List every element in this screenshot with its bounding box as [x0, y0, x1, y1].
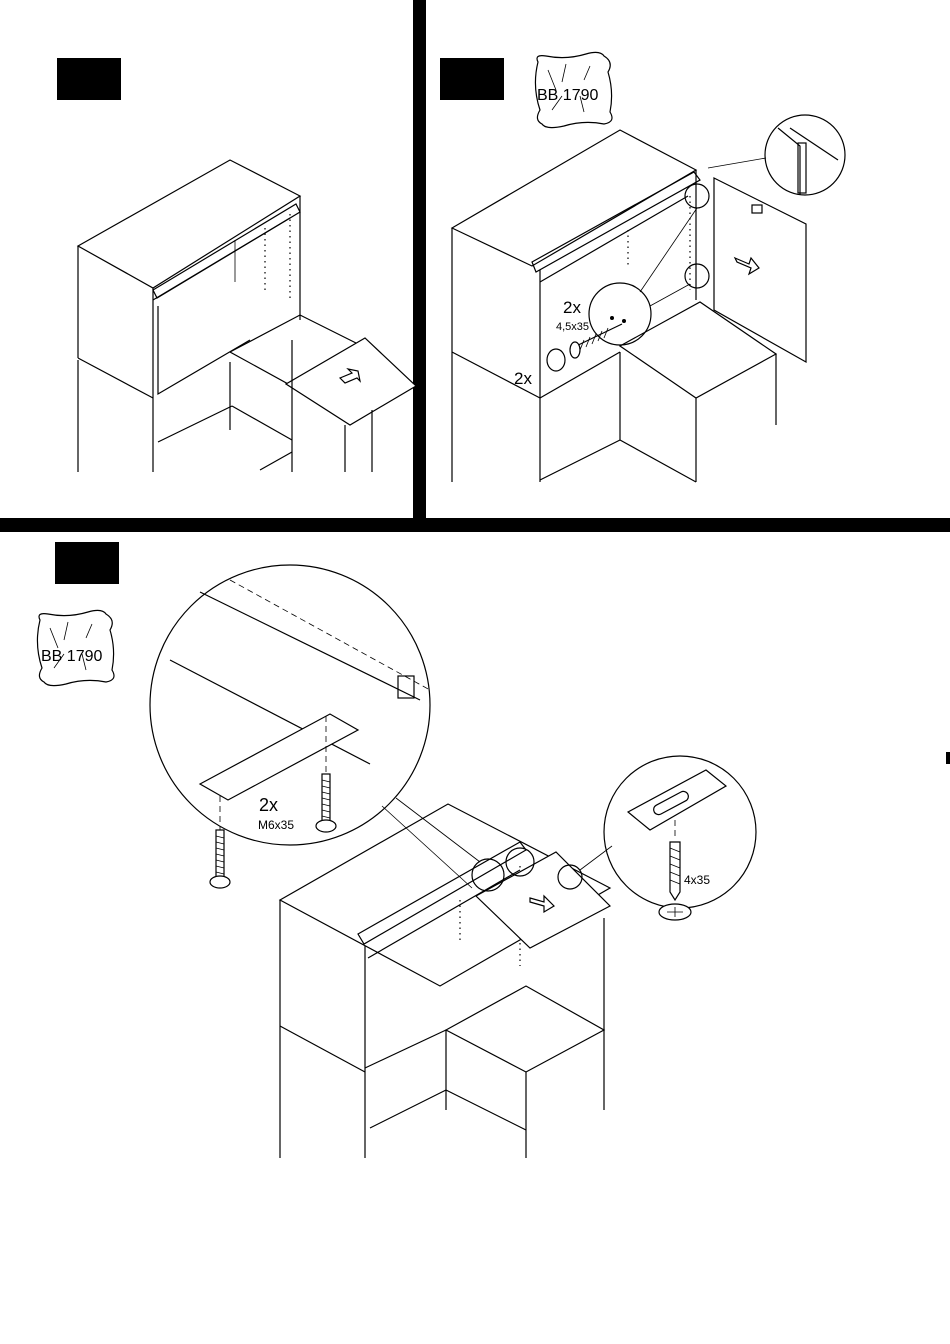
step-2-dowel-count: 2x [514, 369, 532, 388]
step-1-illustration [78, 160, 416, 472]
step-2-screw-spec: 4,5x35 [556, 321, 589, 333]
step-3-illustration [150, 565, 756, 1158]
step-3-bolt-spec: M6x35 [258, 818, 294, 832]
step-2-screw-count: 2x [563, 298, 581, 317]
step-2-bag-label: BB 1790 [537, 87, 598, 104]
step-2-illustration [452, 115, 845, 482]
step-3-screw-spec: 4x35 [684, 873, 710, 887]
edge-mark [946, 752, 950, 764]
step-3-bag-label: BB 1790 [41, 648, 102, 665]
step-3-bolt-count: 2x [259, 795, 278, 815]
